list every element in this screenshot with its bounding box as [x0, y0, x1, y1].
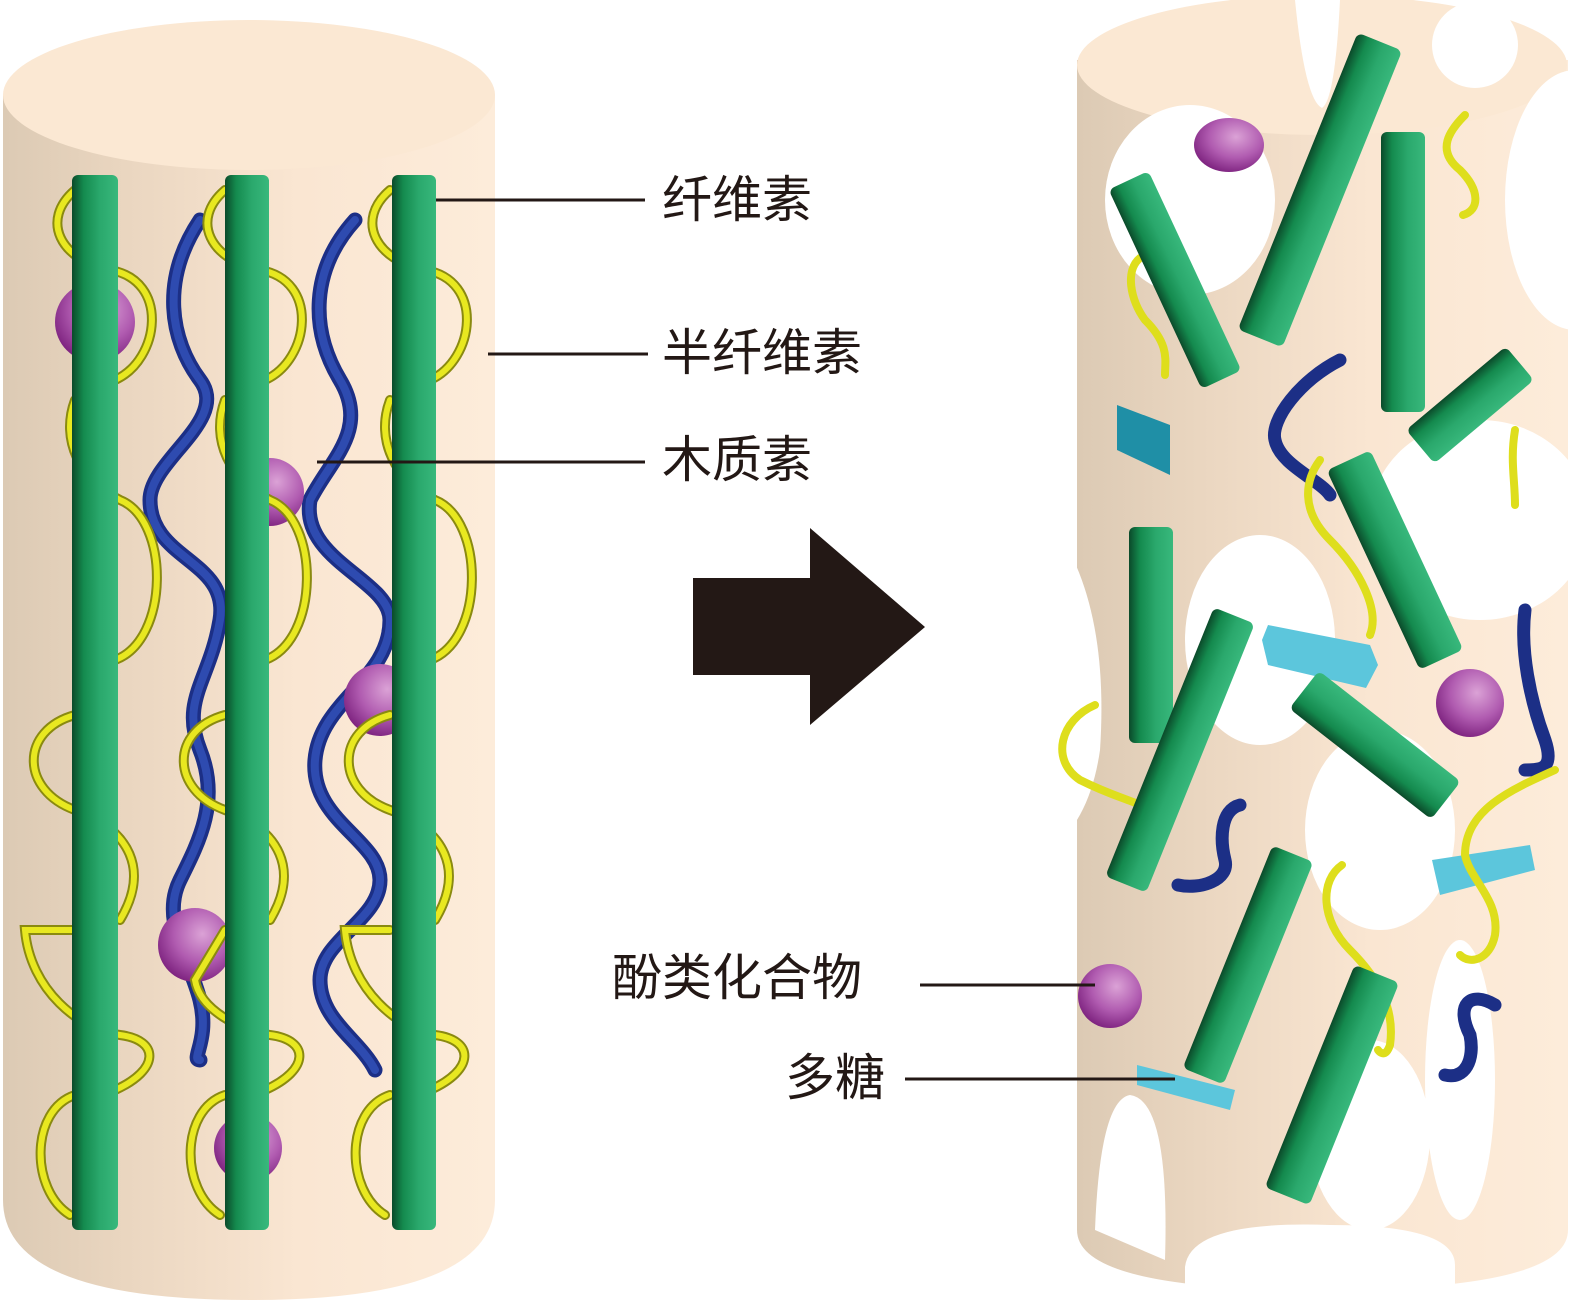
- polysaccharide-block: [1262, 625, 1378, 688]
- degradation-holes: [1050, 0, 1571, 1307]
- cellulose-fragment: [1381, 132, 1425, 412]
- cellulose-fragment: [1291, 673, 1459, 817]
- phenolic-ball: [1078, 964, 1142, 1028]
- cellulose-fragment: [1239, 34, 1401, 346]
- leader-lines-right: [905, 983, 1175, 1081]
- label-phenolic-compounds: 酚类化合物: [612, 949, 862, 1007]
- degraded-fiber-cylinder: [1050, 0, 1571, 1307]
- cellulose-fragment: [1129, 527, 1173, 743]
- polysaccharide-block: [1137, 1065, 1235, 1110]
- cellulose-fragment: [1184, 847, 1312, 1083]
- cellulose-rods: [72, 175, 436, 1230]
- label-lignin: 木质素: [662, 431, 812, 489]
- cellulose-fragment: [1110, 172, 1240, 388]
- phenolic-ball: [158, 908, 232, 982]
- cellulose-fragment: [1408, 348, 1532, 462]
- polysaccharide-blocks: [1117, 405, 1535, 1110]
- polysaccharide-block: [1432, 845, 1535, 895]
- label-polysaccharide: 多糖: [785, 1049, 885, 1107]
- hemicellulose-fragments: [1058, 111, 1559, 1058]
- phenolic-ball: [1194, 118, 1264, 172]
- cellulose-fragment: [1266, 966, 1398, 1204]
- cylinder-top: [3, 20, 495, 170]
- polysaccharide-block: [1117, 405, 1170, 475]
- cellulose-rod: [392, 175, 436, 1230]
- leader-lines-left: [317, 198, 648, 464]
- cellulose-fragment: [1328, 452, 1462, 668]
- cellulose-rod: [225, 175, 269, 1230]
- intact-fiber-cylinder: [3, 20, 495, 1300]
- phenolic-ball: [1436, 669, 1504, 737]
- label-cellulose: 纤维素: [662, 171, 812, 229]
- right-arrow-icon: [693, 528, 925, 725]
- cellulose-fragment: [1107, 609, 1253, 891]
- cellulose-rod: [72, 175, 118, 1230]
- label-hemicellulose: 半纤维素: [662, 324, 862, 382]
- cellulose-fragments: [1107, 34, 1532, 1204]
